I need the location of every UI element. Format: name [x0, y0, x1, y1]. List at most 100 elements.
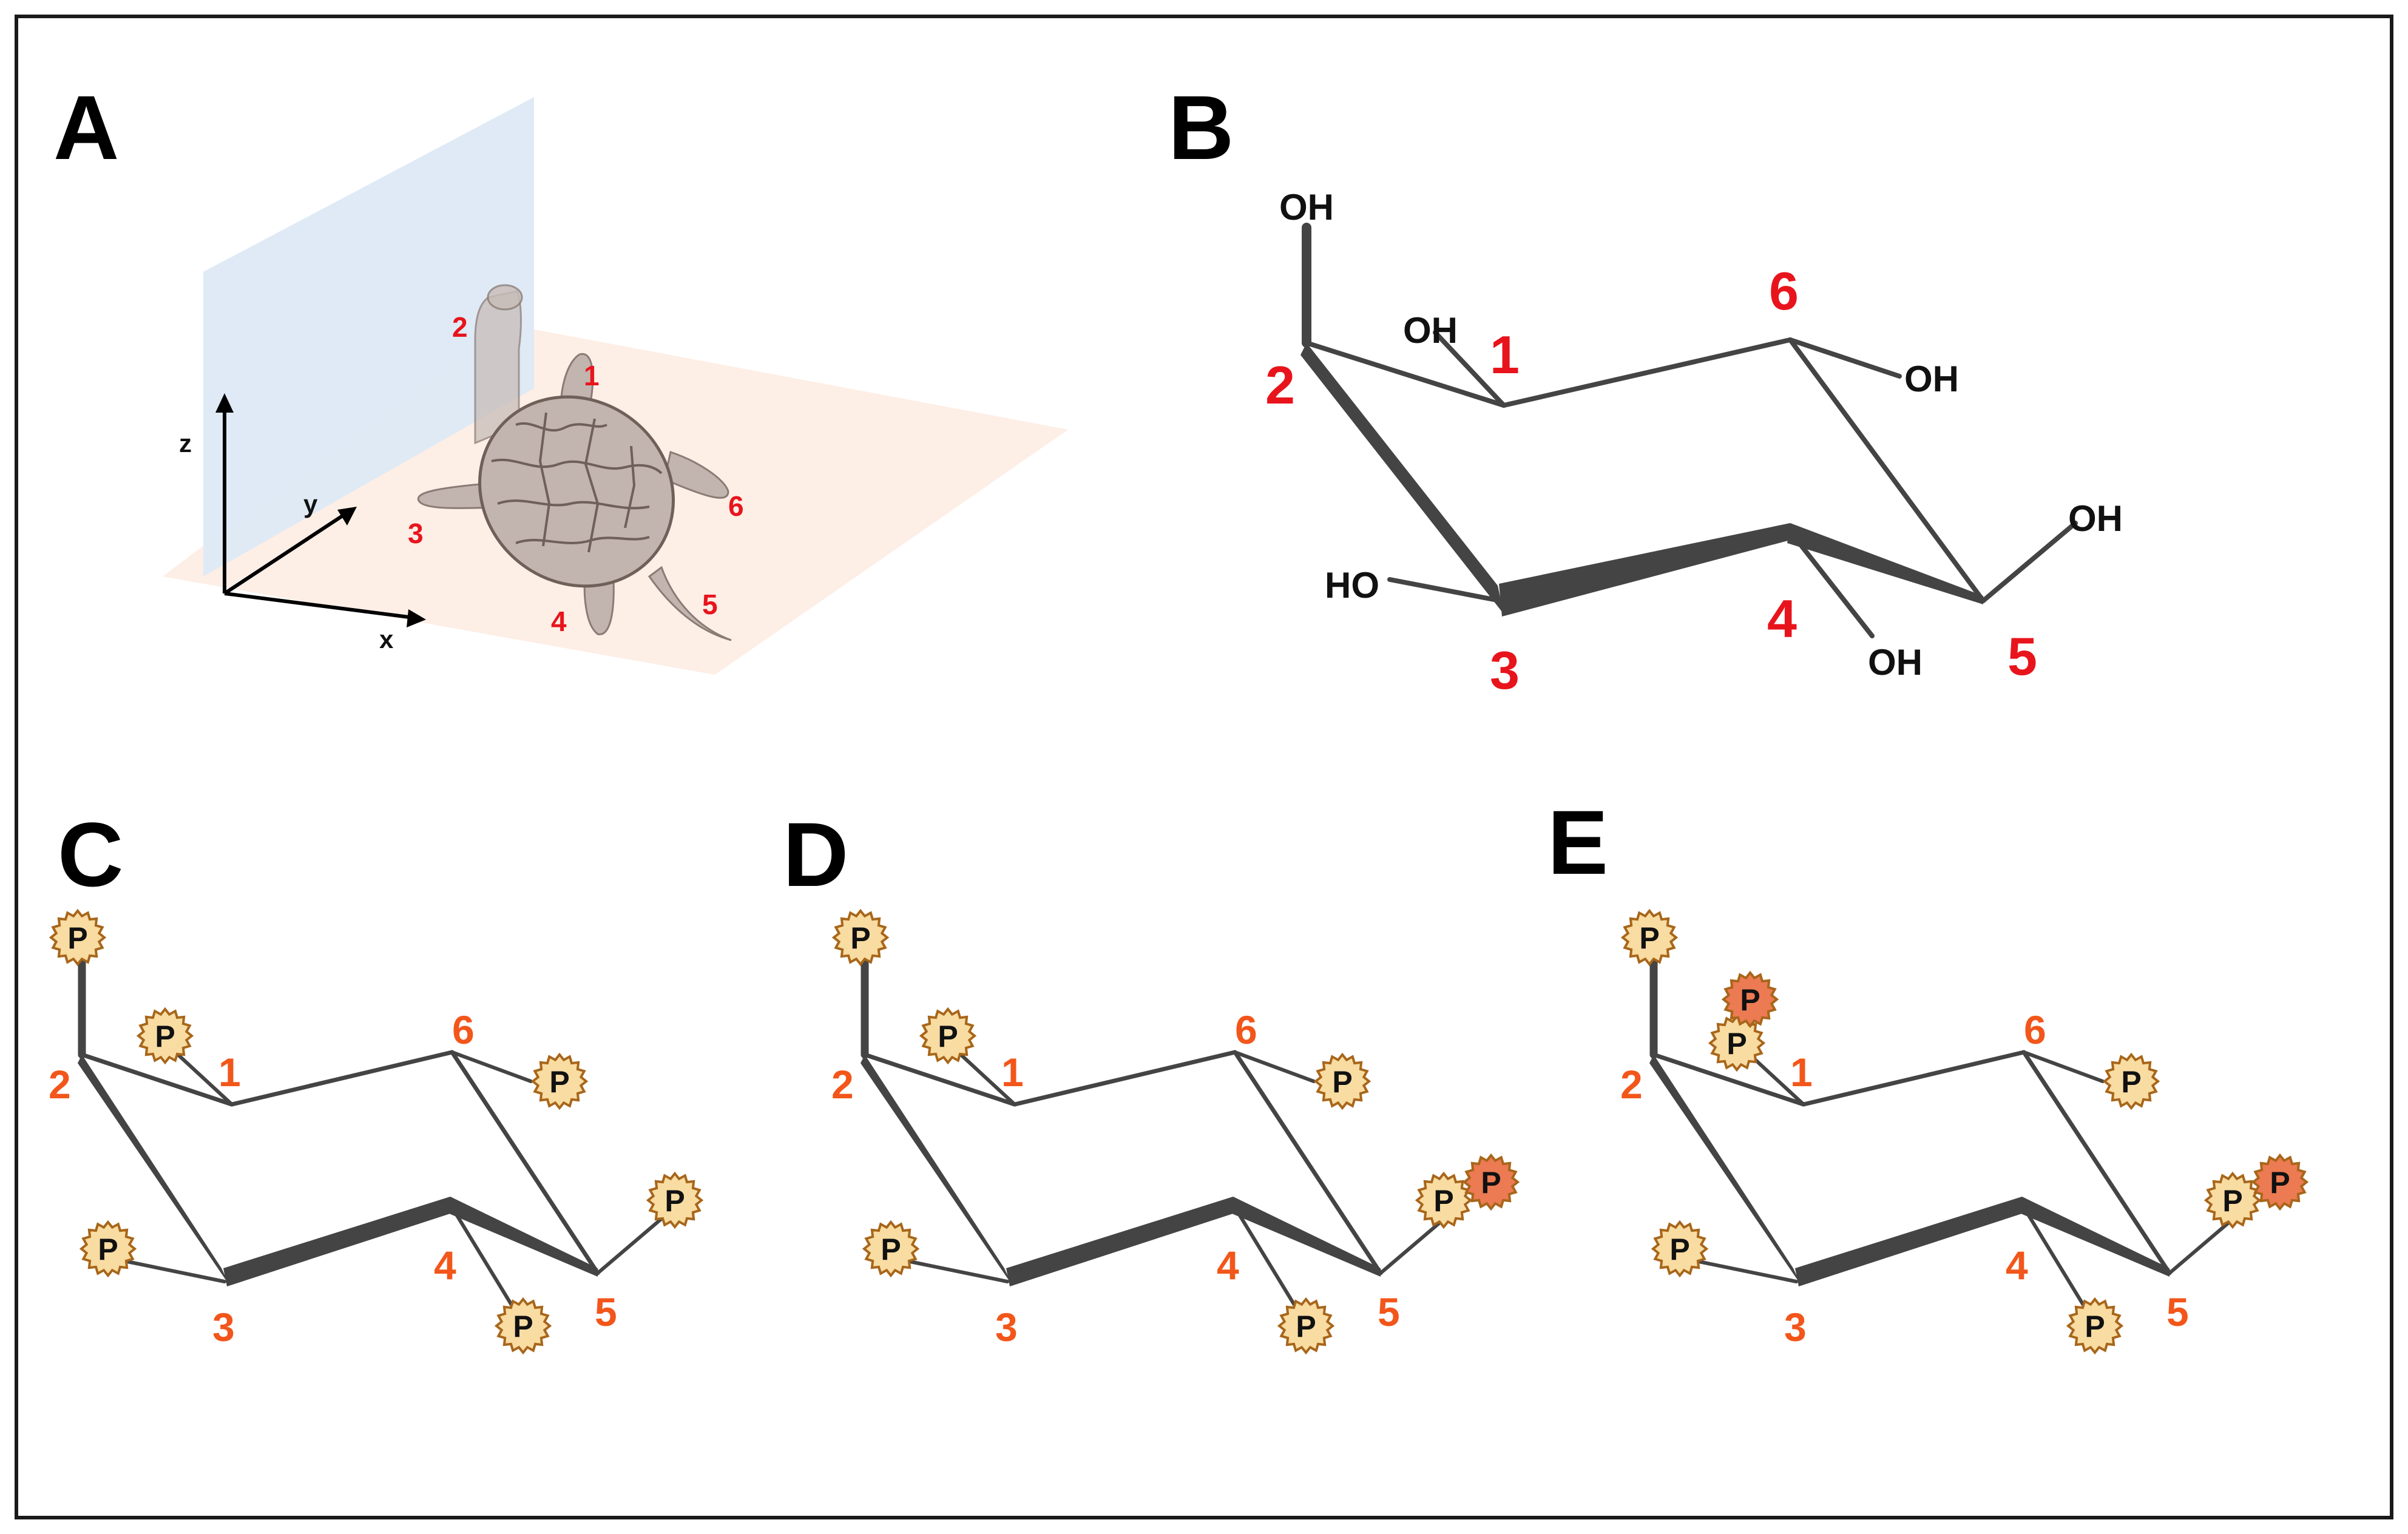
panel-a: A — [53, 76, 1068, 675]
phosphate-label-5: P — [665, 1184, 685, 1218]
substituent-bond-4 — [2020, 1203, 2089, 1314]
axes: z y x — [179, 393, 426, 654]
axis-label-x: x — [379, 625, 394, 654]
phosphate-label-1: P — [938, 1019, 958, 1053]
ring-wedge-3-4 — [1795, 1197, 2022, 1286]
phosphate-1 — [1708, 1014, 1766, 1072]
phosphate-5-shape — [646, 1171, 704, 1229]
phosphate-2-shape — [831, 908, 890, 967]
phosphate-3 — [862, 1220, 920, 1278]
phosphate-label-5: P — [2222, 1184, 2242, 1218]
substituent-bond-4 — [448, 1203, 518, 1314]
limb-number-4: 4 — [551, 606, 567, 637]
phosphate-label-2: P — [1639, 921, 1659, 955]
ring-wedge-2-3 — [861, 1055, 1012, 1285]
phosphate-label-1: P — [155, 1019, 175, 1053]
position-label-4: 4 — [1217, 1243, 1239, 1288]
phosphate-6-shape — [2102, 1052, 2160, 1110]
limb-number-3: 3 — [408, 518, 424, 549]
phosphate-2-shape — [1620, 908, 1679, 967]
ring-bond — [229, 1050, 455, 1107]
phosphate-label-4: P — [513, 1309, 533, 1343]
substituent-bond-1 — [174, 1051, 234, 1106]
substituent-bond-1 — [1746, 1051, 1805, 1106]
panel-letter-d: D — [783, 803, 848, 905]
ring-bond — [1012, 1050, 1237, 1107]
phosphate-3-shape — [862, 1220, 920, 1278]
position-label-5: 5 — [2166, 1289, 2189, 1334]
ring-bond — [1651, 1052, 1806, 1107]
position-label-4: 4 — [434, 1243, 456, 1288]
substituent-oh-2: OH — [1279, 187, 1334, 228]
position-label-2: 2 — [1620, 1062, 1643, 1107]
ring-wedge-4-5 — [1232, 1197, 1381, 1277]
position-label-2: 2 — [49, 1062, 71, 1107]
phosphate-1-shape — [1708, 1014, 1766, 1072]
shell-pattern — [491, 412, 663, 553]
phosphate-3-shape — [1651, 1220, 1709, 1278]
substituent-oh-3: HO — [1325, 565, 1379, 606]
position-label-3: 3 — [1784, 1305, 1807, 1350]
position-label-6: 6 — [2024, 1007, 2046, 1052]
pyrophosphate-5 — [1462, 1153, 1520, 1211]
substituent-bond-3 — [1685, 1257, 1798, 1283]
ring-bond — [79, 1052, 234, 1107]
phosphate-6-shape — [1313, 1052, 1371, 1110]
panel-letter-c: C — [58, 803, 123, 905]
phosphate-4-shape — [1277, 1297, 1335, 1355]
limb-number-6: 6 — [728, 490, 744, 522]
phosphate-3 — [79, 1220, 137, 1278]
limb-number-5: 5 — [702, 589, 718, 620]
phosphate-label-2: P — [67, 921, 87, 955]
position-label-1: 1 — [218, 1050, 241, 1095]
pyrophosphate-5-shape — [1462, 1153, 1520, 1211]
pyrophosphate-1 — [1721, 970, 1779, 1029]
inositol-ring-d — [861, 1050, 1383, 1286]
pyrophosphate-label-5: P — [1481, 1166, 1501, 1200]
phosphate-label-6: P — [1332, 1065, 1352, 1099]
ring-bond — [2021, 1050, 2172, 1276]
phosphate-3-shape — [79, 1220, 137, 1278]
phosphate-2-shape — [49, 908, 107, 967]
phosphate-label-6: P — [2121, 1065, 2141, 1099]
inositol-ring-b — [1300, 223, 2078, 638]
substituent-bond-6 — [2022, 1050, 2105, 1083]
phosphate-label-5: P — [1433, 1184, 1453, 1218]
wall-plane — [203, 97, 534, 576]
position-label-6: 6 — [1235, 1007, 1257, 1052]
phosphate-4 — [2066, 1297, 2124, 1355]
x-axis — [224, 592, 414, 620]
turtle — [417, 284, 732, 641]
phosphate-1 — [919, 1007, 977, 1065]
ring-bond — [1801, 1050, 2026, 1107]
ring-wedge-4-5 — [2021, 1197, 2170, 1277]
phosphate-2 — [831, 908, 890, 967]
pyrophosphate-5 — [2251, 1153, 2309, 1211]
y-axis — [223, 511, 348, 595]
ring-wedge-3-4 — [1006, 1197, 1233, 1286]
position-label-6: 6 — [1769, 261, 1799, 321]
phosphate-label-6: P — [549, 1065, 569, 1099]
pyrophosphate-label-5: P — [2270, 1166, 2290, 1200]
position-label-2: 2 — [831, 1062, 854, 1107]
ring-wedge-2-3 — [78, 1055, 229, 1285]
position-label-3: 3 — [212, 1305, 235, 1350]
phosphate-label-3: P — [1669, 1232, 1689, 1266]
phosphate-3 — [1651, 1220, 1709, 1278]
phosphate-6 — [1313, 1052, 1371, 1110]
phosphate-5 — [1415, 1171, 1473, 1229]
position-label-4: 4 — [1767, 589, 1797, 649]
phosphate-label-1: P — [1727, 1027, 1747, 1061]
panel-letter-b: B — [1168, 76, 1234, 178]
ring-wedge-3-4 — [223, 1197, 450, 1286]
position-label-6: 6 — [452, 1007, 475, 1052]
inositol-ring-e — [1649, 1050, 2172, 1286]
position-label-2: 2 — [1265, 355, 1295, 415]
substituent-bond-4 — [1231, 1203, 1300, 1314]
position-label-5: 5 — [2007, 626, 2037, 686]
substituent-bond-5 — [2168, 1212, 2241, 1275]
